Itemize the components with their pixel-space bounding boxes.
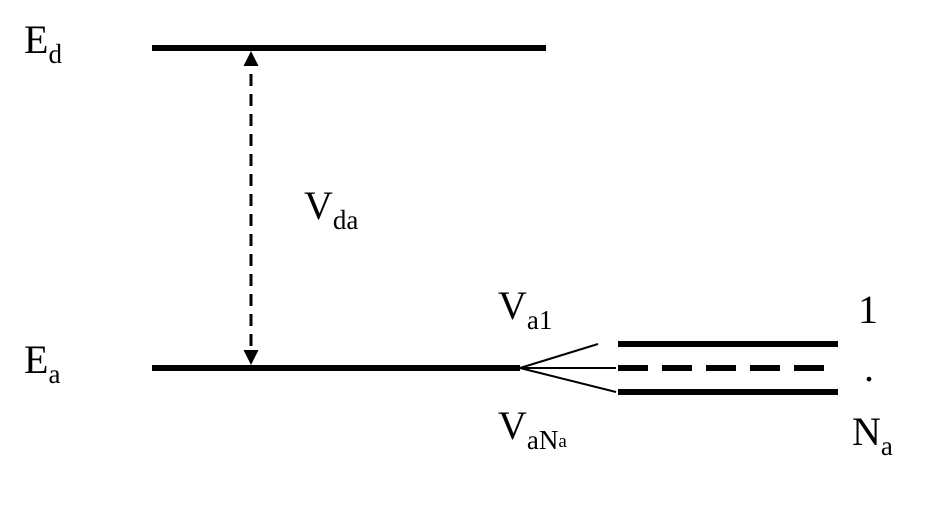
donor-energy-symbol: E (24, 17, 49, 62)
manifold-first-index: 1 (858, 287, 878, 332)
manifold-first-index-label: 1 (858, 290, 878, 330)
vana-subsubscript: a (558, 431, 567, 452)
vda-symbol: V (304, 183, 333, 228)
vana-symbol: V (498, 403, 527, 448)
manifold-last-index-label: Na (852, 409, 893, 460)
donor-energy-label: Ed (24, 17, 62, 68)
va1-symbol: V (498, 283, 527, 328)
acceptor-energy-symbol: E (24, 337, 49, 382)
coupling-line-upper (519, 343, 599, 369)
va1-subscript: a1 (526, 305, 553, 335)
acceptor-energy-subscript: a (48, 359, 61, 389)
acceptor-first-coupling-label: Va1 (498, 283, 552, 334)
manifold-last-index-subscript: a (880, 431, 893, 461)
donor-acceptor-coupling-label: Vda (304, 183, 358, 234)
vana-subscript: aN (526, 425, 559, 455)
acceptor-energy-label: Ea (24, 337, 60, 388)
vda-subscript: da (332, 205, 359, 235)
acceptor-last-coupling-label: VaNa (498, 403, 567, 454)
coupling-line-lower (519, 367, 617, 393)
manifold-ellipsis-label: . (864, 348, 874, 388)
manifold-last-index-symbol: N (852, 409, 881, 454)
manifold-dots: . (864, 345, 874, 390)
donor-energy-subscript: d (48, 39, 62, 69)
